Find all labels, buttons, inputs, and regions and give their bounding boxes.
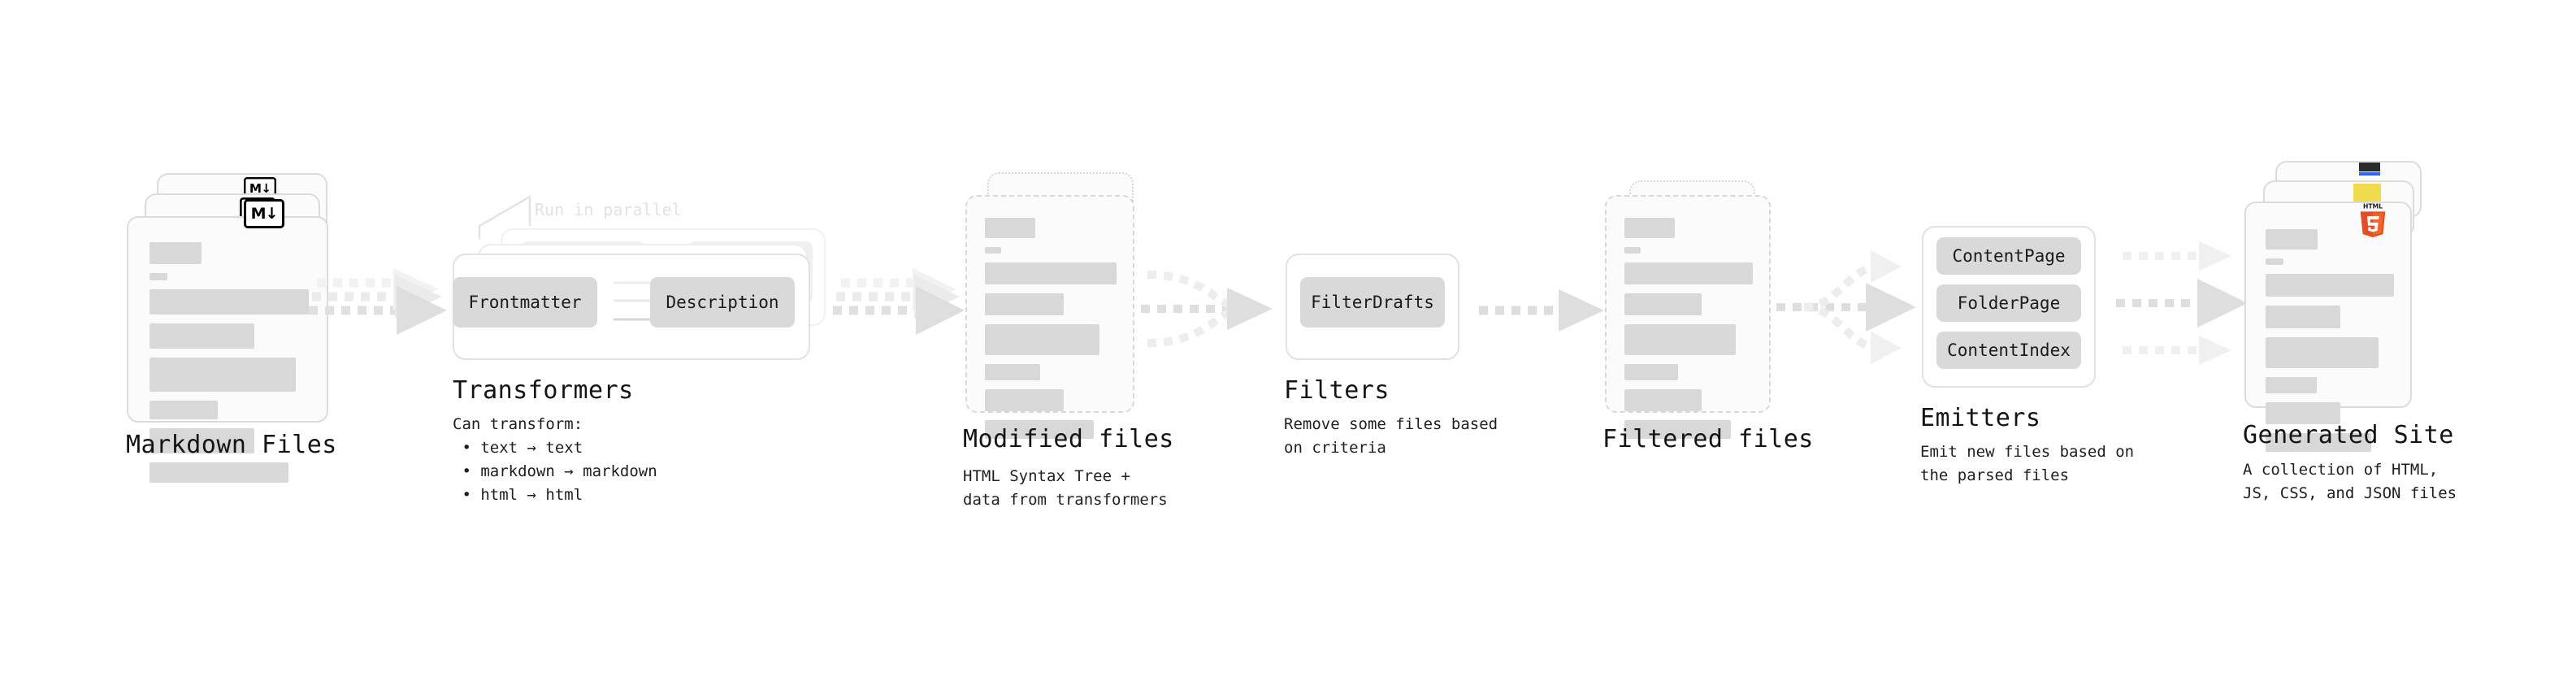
modified-files-subtitle: HTML Syntax Tree + data from transformer… [963,467,1168,509]
filter-chip-filterdrafts[interactable]: FilterDrafts [1300,277,1445,327]
transformers-title: Transformers [453,376,634,405]
transformer-chip-description[interactable]: Description [650,277,795,327]
svg-text:HTML: HTML [2363,203,2383,210]
arrow-emitters-to-site [2116,241,2248,365]
filtered-files-title: Filtered files [1602,425,1814,453]
emitters-title: Emitters [1920,404,2041,432]
markdown-card-front [127,216,328,483]
emitter-chip-folderpage[interactable]: FolderPage [1936,284,2081,322]
markdown-badge-icon: M↓ [244,199,284,228]
markdown-files-title: Markdown Files [126,431,337,459]
run-in-parallel-pointer [478,194,531,239]
arrow-markdown-to-transformers [309,268,447,335]
css3-badge-icon [2359,163,2380,176]
html5-badge-icon: HTML [2360,203,2386,237]
filters-subtitle: Remove some files based on criteria [1284,415,1498,457]
filtered-card-lines [1624,218,1753,448]
markdown-card-lines [150,242,309,492]
generated-site-title: Generated Site [2243,421,2454,449]
transformer-chip-frontmatter[interactable]: Frontmatter [453,277,597,327]
run-in-parallel-label: Run in parallel [535,200,682,219]
arrow-modified-to-filters [1141,271,1273,347]
transformers-subtitle: Can transform: • text → text • markdown … [453,415,657,504]
site-card-lines [2266,229,2394,461]
filters-title: Filters [1284,376,1390,405]
filtered-card-front [1605,195,1771,439]
modified-files-title: Modified files [963,425,1174,453]
arrow-filters-to-filtered [1479,289,1604,332]
arrow-filtered-to-emitters [1776,250,1916,364]
generated-site-subtitle: A collection of HTML, JS, CSS, and JSON … [2243,461,2457,502]
site-card-front [2244,202,2412,452]
arrow-transformers-to-modified [833,268,965,335]
modified-card-lines [985,218,1117,448]
emitter-chip-contentpage[interactable]: ContentPage [1936,237,2081,275]
emitter-chip-contentindex[interactable]: ContentIndex [1936,332,2081,369]
emitters-subtitle: Emit new files based on the parsed files [1920,443,2135,484]
modified-card-front [965,195,1134,439]
js-badge-icon [2353,184,2381,202]
